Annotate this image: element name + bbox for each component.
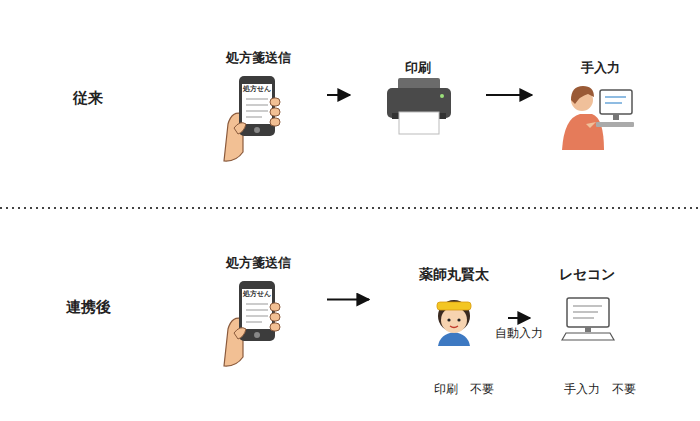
flow-arrow [327,299,369,301]
node-text: 印刷 不要 [434,381,494,398]
shape-outline [28,284,148,330]
divider-line [0,207,700,209]
shape-outline [372,228,662,370]
shape-fill [535,30,665,160]
shape-outline [192,29,324,161]
node-text: 連携後 [66,298,111,317]
node-text: 処方箋送信 [192,255,324,272]
node-text: 処方箋送信 [192,50,324,67]
node-text: レセコン [533,266,641,284]
receipt-computer-node: レセコン [533,266,641,346]
node-text: 従来 [73,89,103,108]
shape-fill [192,234,324,366]
system-ellipse: 薬師丸賢太 レセコン [372,228,662,370]
step-circle: 処方箋送信 [192,234,324,366]
flow-arrow [508,317,530,319]
flow-arrow [486,94,532,96]
state-pill: 連携後 [28,284,148,330]
node-text: 手入力 不要 [564,381,636,398]
printer-icon [387,78,451,134]
note-box: 印刷 不要 [408,377,520,402]
shape-outline [353,30,483,160]
shape-outline [545,378,656,402]
node-text: 印刷 [353,60,483,77]
edge-label: 自動入力 [495,325,543,342]
screen-label: 処方せん [242,290,272,298]
shape-outline [535,30,665,160]
shape-outline [409,378,520,402]
phone-in-hand [224,76,280,161]
step-circle: 手入力 [535,30,665,160]
screen-label: 処方せん [242,85,272,93]
shape-fill [192,29,324,161]
app-node: 薬師丸賢太 [403,266,505,346]
node-text: 薬師丸賢太 [403,266,505,284]
state-pill: 従来 [28,75,148,121]
flow-arrow [327,94,350,96]
character-icon [437,300,471,346]
shape-fill [353,30,483,160]
shape-outline [28,75,148,121]
person-at-computer [562,86,634,150]
note-box: 手入力 不要 [544,377,656,402]
shape-outline [192,234,324,366]
phone-in-hand [224,281,280,366]
shape-fill [372,228,662,370]
step-circle: 印刷 [353,30,483,160]
computer-icon [562,298,614,340]
node-text: 手入力 [535,60,665,77]
step-circle: 処方箋送信 [192,29,324,161]
